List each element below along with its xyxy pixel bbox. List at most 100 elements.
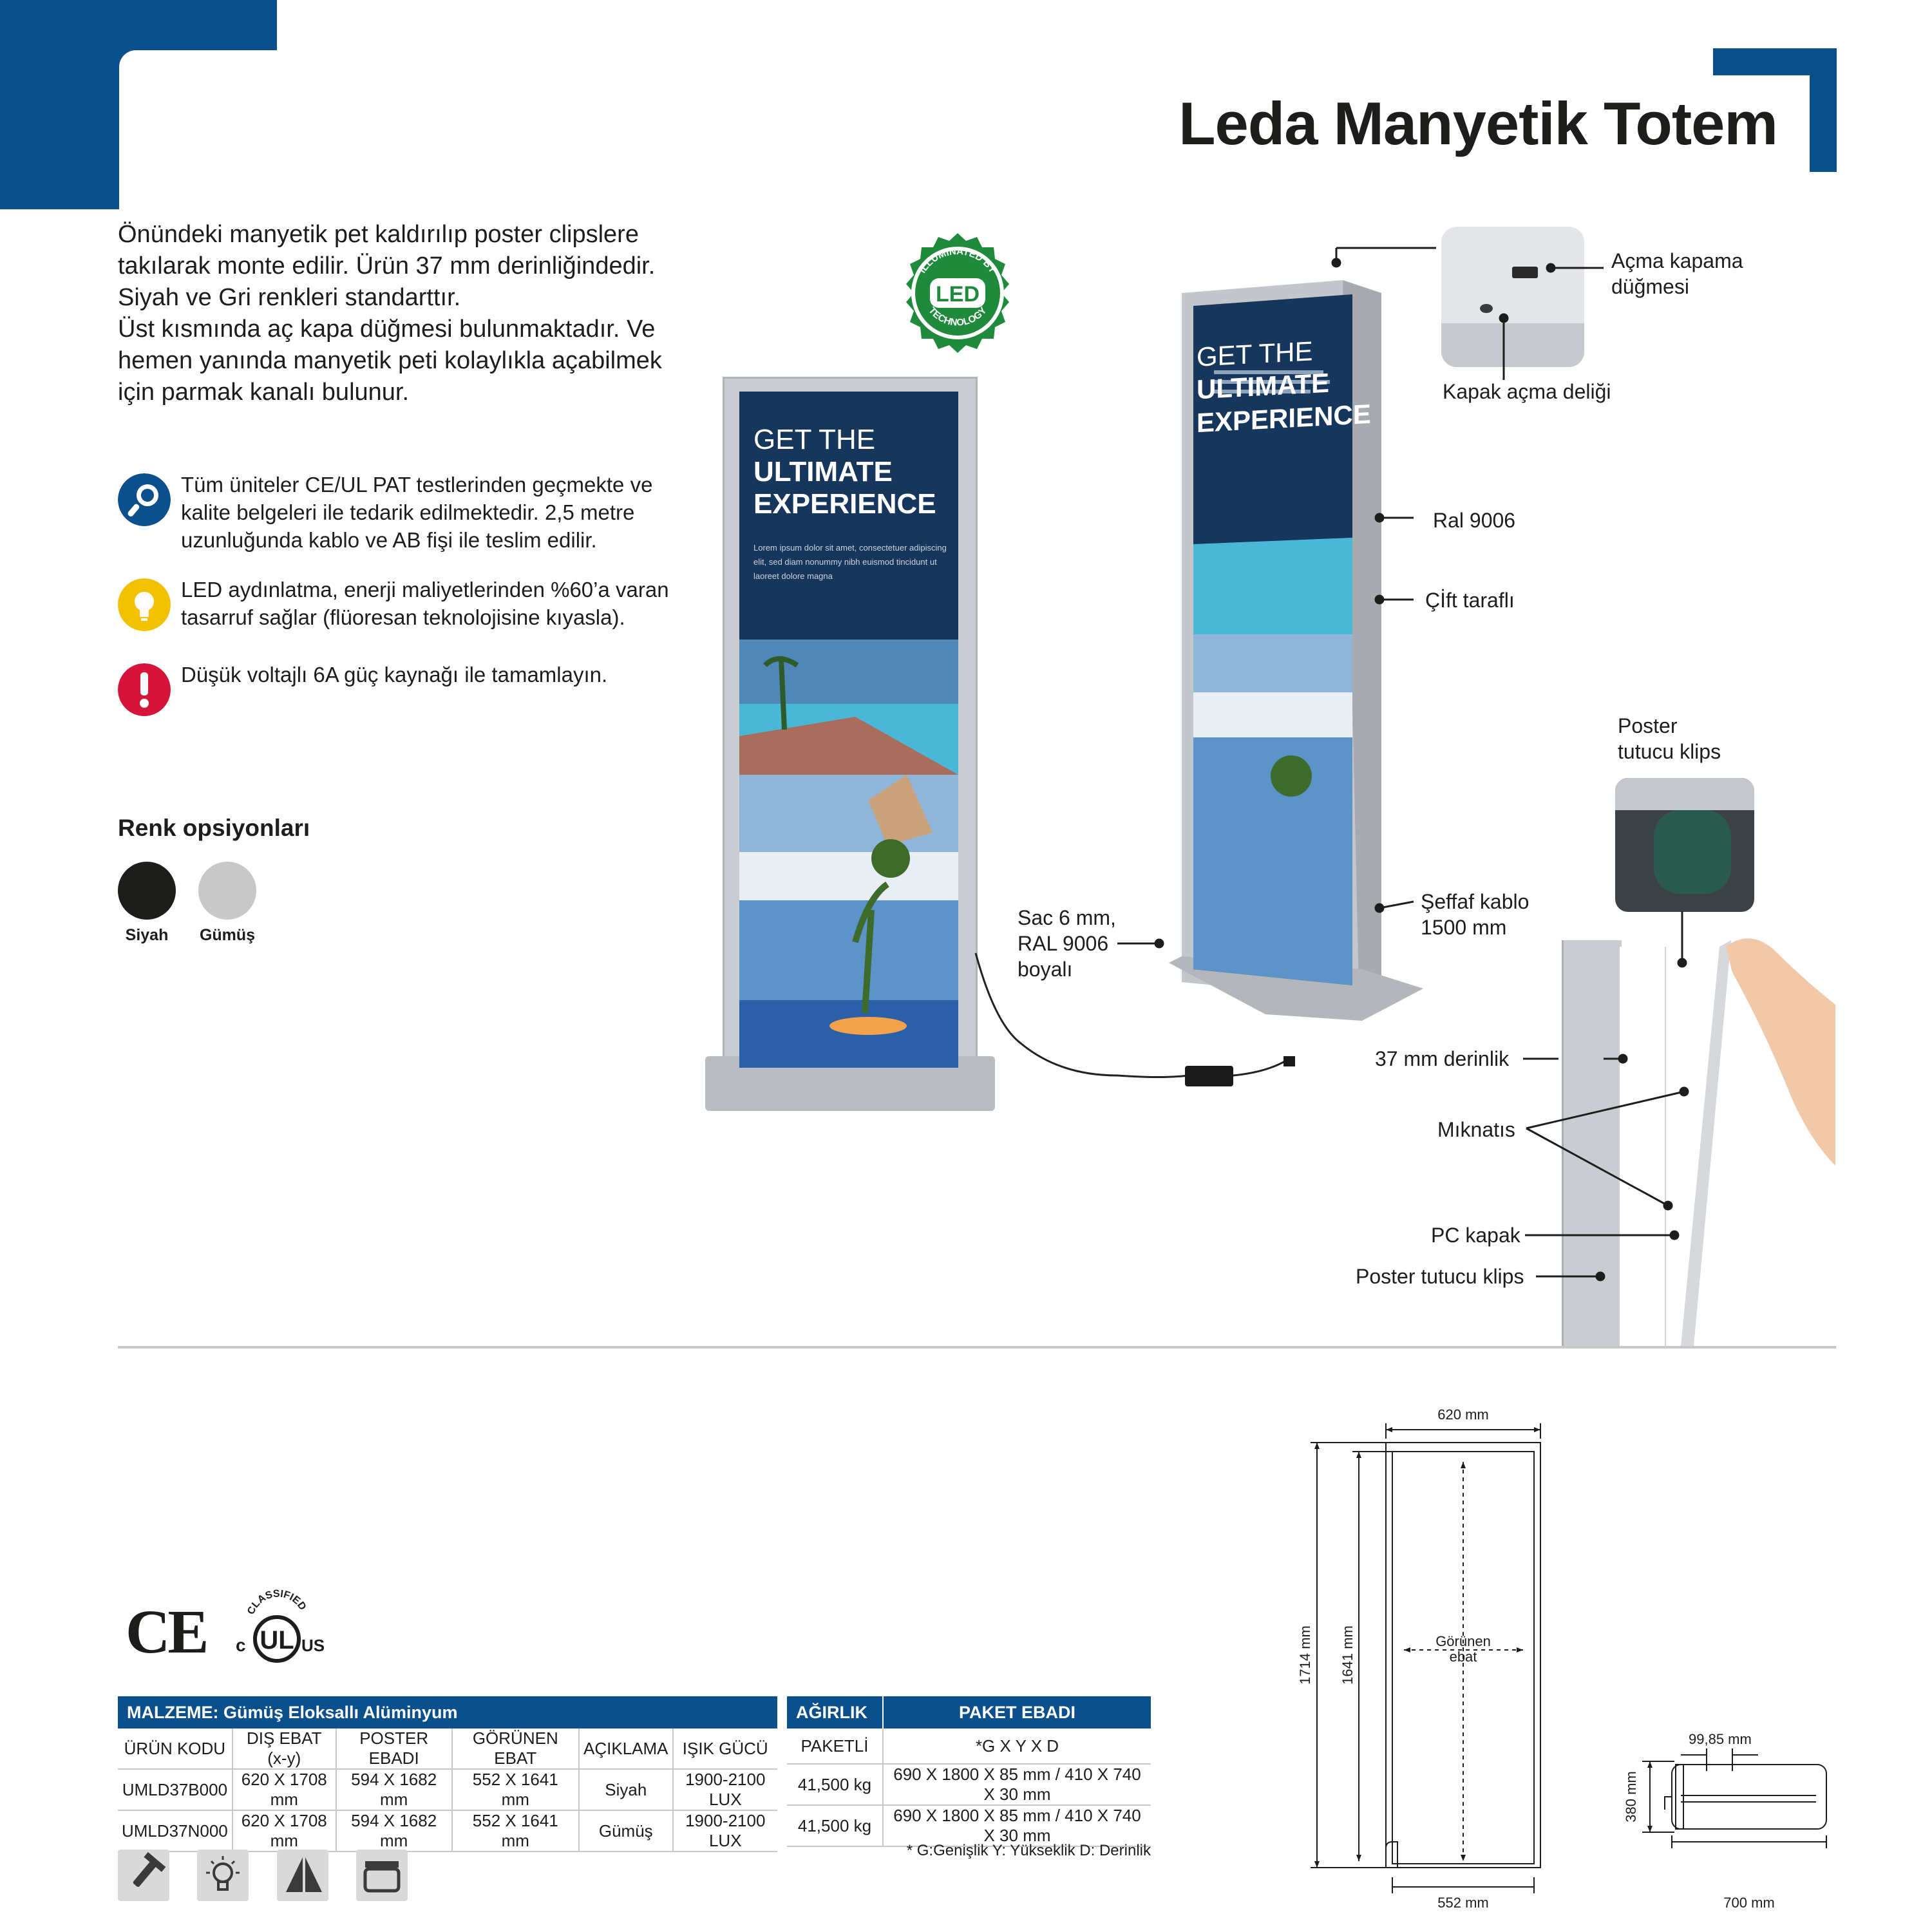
- dim-height-inner: 1641 mm: [1340, 1625, 1356, 1685]
- poster-line3: EXPERIENCE: [753, 488, 936, 520]
- page-title: Leda Manyetik Totem: [1179, 90, 1778, 157]
- led-badge: ILLUMINATED BY TECHNOLOGY LED: [906, 233, 1009, 353]
- dim-height-outer: 1714 mm: [1297, 1625, 1313, 1685]
- cell-gorunen: 552 X 1641 mm: [451, 1810, 580, 1852]
- cell-poster: 594 X 1682 mm: [336, 1769, 453, 1811]
- dim-width-bottom: 552 mm: [1437, 1895, 1488, 1911]
- callout-seffaf-kablo: Şeffaf kablo 1500 mm: [1421, 889, 1529, 940]
- weight-header: AĞIRLIK: [787, 1696, 884, 1728]
- led-badge-center: LED: [936, 282, 980, 307]
- col-header: DIŞ EBAT (x-y): [232, 1728, 337, 1770]
- pc-cover-and-hand: [1681, 938, 1835, 1346]
- dim-base-width: 700 mm: [1723, 1895, 1774, 1911]
- callout-kapak-acma: Kapak açma deliği: [1443, 380, 1611, 403]
- ce-mark: CE: [126, 1597, 209, 1666]
- callout-poster-tutucu-klips: Poster tutucu klips: [1356, 1265, 1524, 1288]
- table-row: 41,500 kg 690 X 1800 X 85 mm / 410 X 740…: [787, 1805, 1151, 1847]
- dim-visible-1: Görünen: [1435, 1633, 1491, 1649]
- callout-acma-kapama: Açma kapama düğmesi: [1611, 248, 1743, 299]
- cell-package: 690 X 1800 X 85 mm / 410 X 740 X 30 mm: [883, 1805, 1151, 1847]
- col-header: ÜRÜN KODU: [118, 1728, 233, 1770]
- intro-paragraph: Önündeki manyetik pet kaldırılıp poster …: [118, 219, 697, 408]
- callout-line: 1500 mm: [1421, 916, 1507, 939]
- dim-base-depth: 99,85 mm: [1689, 1731, 1752, 1747]
- intro-line: Siyah ve Gri renkleri standarttır.: [118, 284, 461, 311]
- swatch-label: Gümüş: [199, 926, 256, 944]
- material-header: MALZEME: Gümüş Eloksallı Alüminyum: [118, 1696, 777, 1728]
- dim-width-top: 620 mm: [1437, 1406, 1488, 1423]
- cell-dis: 620 X 1708 mm: [232, 1769, 337, 1811]
- callout-line: düğmesi: [1611, 275, 1689, 298]
- dim-visible-2: ebat: [1450, 1649, 1477, 1665]
- ul-mark: CLASSIFIED UL c US: [236, 1588, 325, 1663]
- col-header: GÖRÜNEN EBAT: [451, 1728, 580, 1770]
- swatch-silver: [198, 862, 256, 920]
- corner-decoration-cutout: [119, 50, 287, 218]
- hole-icon: [1480, 304, 1493, 313]
- callout-sac: Sac 6 mm, RAL 9006 boyalı: [1018, 905, 1116, 982]
- bullet-line: Tüm üniteler CE/UL PAT testlerinden geçm…: [181, 473, 653, 497]
- col-header: PAKETLİ: [787, 1728, 884, 1765]
- dim-base-height: 380 mm: [1623, 1771, 1639, 1822]
- intro-line: Üst kısmında aç kapa düğmesi bulunmaktad…: [118, 316, 656, 343]
- callout-line: boyalı: [1018, 958, 1073, 981]
- slate-icon: [356, 1850, 408, 1901]
- cell-gorunen: 552 X 1641 mm: [451, 1769, 580, 1811]
- callout-line: tutucu klips: [1618, 740, 1721, 763]
- cell-package: 690 X 1800 X 85 mm / 410 X 740 X 30 mm: [883, 1764, 1151, 1806]
- ul-us: US: [301, 1636, 325, 1655]
- colors-heading: Renk opsiyonları: [118, 815, 310, 841]
- cell-aciklama: Siyah: [579, 1769, 674, 1811]
- cell-dis: 620 X 1708 mm: [232, 1810, 337, 1852]
- intro-line: takılarak monte edilir. Ürün 37 mm derin…: [118, 252, 656, 279]
- callout-pc-kapak: PC kapak: [1431, 1224, 1520, 1247]
- bullet-line: Düşük voltajlı 6A güç kaynağı ile tamaml…: [181, 663, 608, 687]
- svg-text:CLASSIFIED: CLASSIFIED: [245, 1588, 308, 1616]
- intro-line: hemen yanında manyetik peti kolaylıkla a…: [118, 347, 662, 374]
- table-row: UMLD37B000 620 X 1708 mm 594 X 1682 mm 5…: [118, 1769, 777, 1811]
- poster-photos-front: [739, 639, 958, 1068]
- intro-line: Önündeki manyetik pet kaldırılıp poster …: [118, 221, 639, 248]
- poster-header-front: GET THE ULTIMATE EXPERIENCE Lorem ipsum …: [739, 392, 958, 639]
- swatch-label: Siyah: [125, 926, 169, 944]
- bullet-line: LED aydınlatma, enerji maliyetlerinden %…: [181, 578, 669, 601]
- bullet-line: kalite belgeleri ile tedarik edilmektedi…: [181, 500, 635, 524]
- spec-table: MALZEME: Gümüş Eloksallı Alüminyum ÜRÜN …: [118, 1696, 777, 1852]
- totem-side: [1169, 280, 1423, 1021]
- screw-icon: [118, 1850, 169, 1901]
- callout-line: Şeffaf kablo: [1421, 890, 1530, 913]
- callout-line: Açma kapama: [1611, 249, 1743, 272]
- corner-decoration-top-right: [1713, 48, 1837, 172]
- technical-drawing: 620 mm 552 mm 1714 mm 1641 mm Görünen eb…: [1297, 1406, 1827, 1911]
- cell-isik: 1900-2100 LUX: [672, 1810, 777, 1852]
- callout-derinlik: 37 mm derinlik: [1375, 1047, 1510, 1070]
- poster-body: Lorem ipsum dolor sit amet, consectetuer…: [753, 543, 947, 581]
- poster-line1: GET THE: [753, 424, 876, 455]
- cell-aciklama: Gümüş: [579, 1810, 674, 1852]
- package-table: AĞIRLIK PAKET EBADI PAKETLİ *G X Y X D 4…: [787, 1696, 1151, 1847]
- cell-weight: 41,500 kg: [787, 1764, 884, 1806]
- power-cable: [974, 952, 1295, 1086]
- callout-line: Sac 6 mm,: [1018, 906, 1116, 929]
- cell-code: UMLD37N000: [118, 1810, 233, 1852]
- double-sided-icon: [277, 1850, 328, 1901]
- magnifier-icon: [118, 473, 171, 526]
- table-row: 41,500 kg 690 X 1800 X 85 mm / 410 X 740…: [787, 1764, 1151, 1806]
- intro-line: için parmak kanalı bulunur.: [118, 379, 410, 406]
- exclamation-icon: [118, 663, 171, 716]
- col-header: POSTER EBADI: [336, 1728, 453, 1770]
- callout-ral: Ral 9006: [1433, 509, 1516, 532]
- callout-line: Poster: [1618, 714, 1678, 737]
- lightbulb-icon: [118, 578, 171, 631]
- swatch-black: [118, 862, 176, 920]
- callout-poster-klips-top: Poster tutucu klips: [1618, 713, 1721, 764]
- lightbulb-outline-icon: [197, 1850, 249, 1901]
- col-header: AÇIKLAMA: [579, 1728, 674, 1770]
- table-row: UMLD37N000 620 X 1708 mm 594 X 1682 mm 5…: [118, 1810, 777, 1852]
- callout-line: RAL 9006: [1018, 932, 1109, 955]
- frame-profile: [1562, 940, 1622, 1346]
- cell-isik: 1900-2100 LUX: [672, 1769, 777, 1811]
- section-divider: [118, 1346, 1836, 1349]
- bullet-line: uzunluğunda kablo ve AB fişi ile teslim …: [181, 528, 597, 552]
- cell-weight: 41,500 kg: [787, 1805, 884, 1847]
